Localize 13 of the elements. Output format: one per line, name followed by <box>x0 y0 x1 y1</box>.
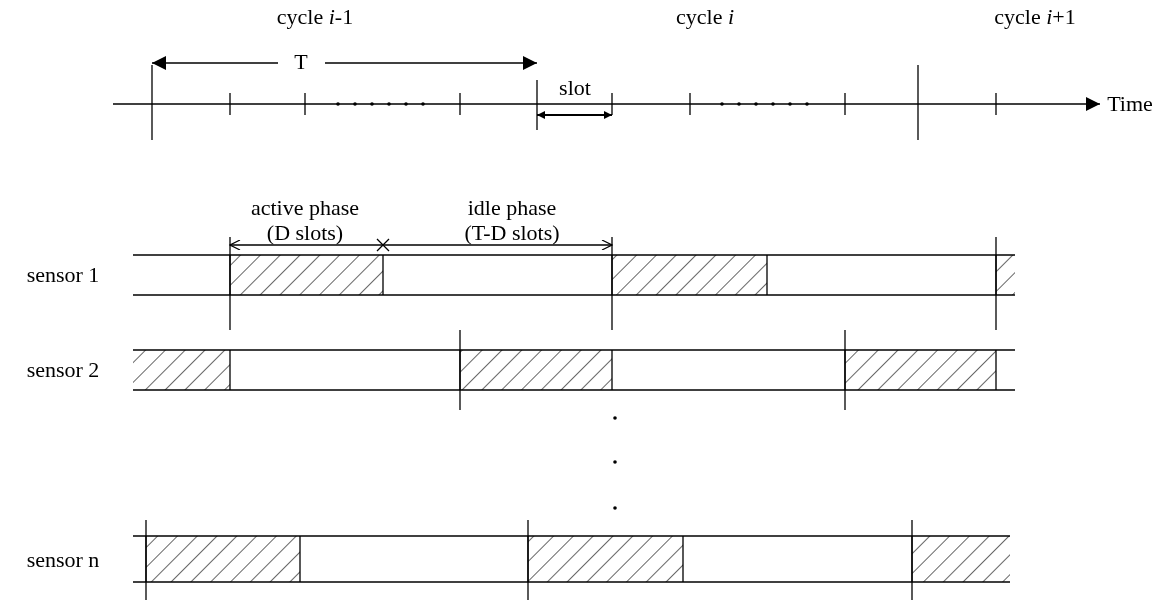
row-label: sensor 1 <box>26 264 100 286</box>
phase-label: (T-D slots) <box>464 222 560 244</box>
dimension-label: slot <box>559 77 591 99</box>
phase-label: (D slots) <box>266 222 344 244</box>
phase-label: active phase <box>250 197 360 219</box>
cycle-label: cycle i+1 <box>994 6 1076 28</box>
dimension-label: T <box>294 51 308 73</box>
cycle-label: cycle i <box>676 6 734 28</box>
phase-label: idle phase <box>467 197 557 219</box>
cycle-label: cycle i-1 <box>276 6 354 28</box>
row-label: sensor 2 <box>26 359 100 381</box>
row-label: sensor n <box>26 549 100 571</box>
axis-label: Time <box>1107 93 1152 115</box>
